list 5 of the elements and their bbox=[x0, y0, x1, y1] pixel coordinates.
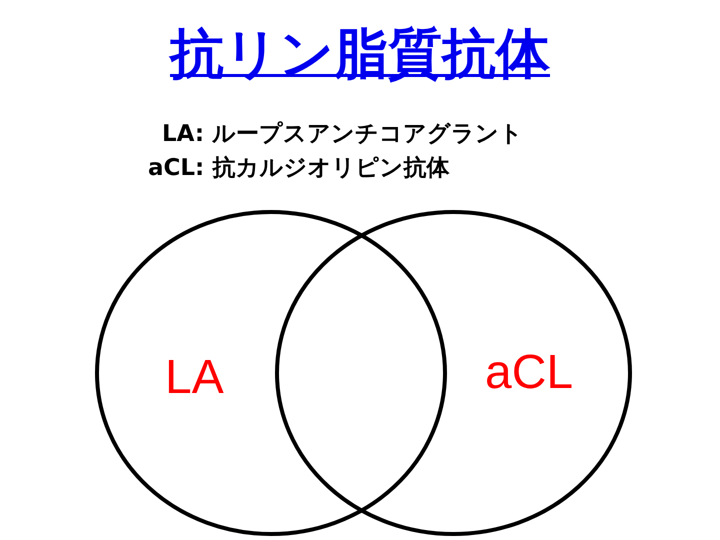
definition-text: aCL: 抗カルジオリピン抗体 bbox=[148, 154, 450, 183]
definition-text: LA: ループスアンチコアグラント bbox=[162, 120, 524, 149]
set-label: LA bbox=[165, 350, 224, 405]
set-label: aCL bbox=[485, 345, 574, 400]
title: 抗リン脂質抗体 bbox=[170, 22, 550, 85]
